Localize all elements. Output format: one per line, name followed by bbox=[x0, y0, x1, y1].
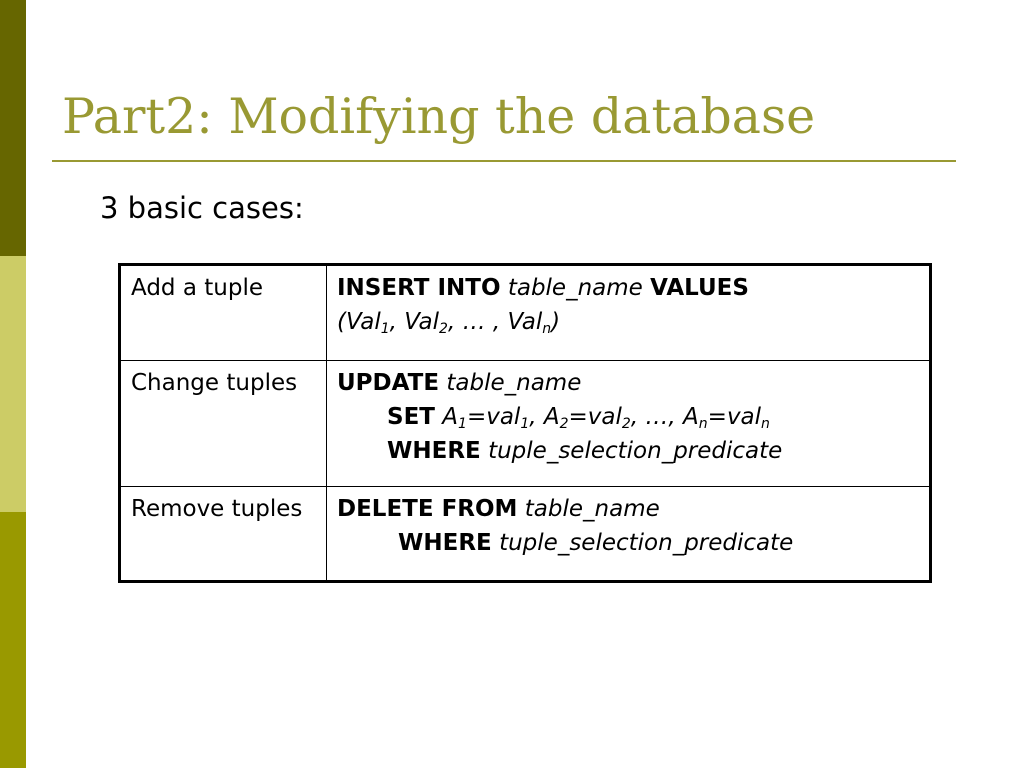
sql-keyword: DELETE FROM bbox=[337, 496, 518, 522]
sql-assignments: A1=val1, A2=val2, …, An=valn bbox=[442, 404, 770, 432]
sql-statement: INSERT INTO table_name VALUES (Val1, Val… bbox=[326, 264, 931, 361]
sql-text: , … , Val bbox=[447, 309, 543, 335]
sql-text: (Val bbox=[337, 309, 381, 335]
side-bar-middle bbox=[0, 256, 26, 512]
code-line: UPDATE table_name bbox=[337, 366, 919, 400]
sql-text: , …, A bbox=[630, 404, 699, 430]
sql-predicate: tuple_selection_predicate bbox=[488, 438, 783, 464]
sql-text: =val bbox=[466, 404, 521, 430]
subscript: 2 bbox=[559, 416, 569, 432]
case-label: Add a tuple bbox=[119, 264, 327, 361]
sql-keyword: SET bbox=[387, 404, 435, 430]
code-line: (Val1, Val2, … , Valn) bbox=[337, 305, 919, 339]
slide-subtitle: 3 basic cases: bbox=[100, 191, 304, 225]
sql-text: A bbox=[442, 404, 459, 430]
sql-table-name: table_name bbox=[446, 370, 582, 396]
subscript: n bbox=[761, 416, 770, 432]
side-bar-bottom bbox=[0, 512, 26, 768]
code-line: INSERT INTO table_name VALUES bbox=[337, 271, 919, 305]
sql-table-name: table_name bbox=[524, 496, 660, 522]
sql-keyword: UPDATE bbox=[337, 370, 440, 396]
sql-text: ) bbox=[551, 309, 561, 335]
sql-text: , Val bbox=[389, 309, 440, 335]
subscript: 2 bbox=[439, 321, 448, 337]
sql-keyword: WHERE bbox=[387, 438, 481, 464]
case-label: Remove tuples bbox=[119, 486, 327, 582]
sql-cases-table: Add a tuple INSERT INTO table_name VALUE… bbox=[118, 263, 932, 583]
code-line: WHERE tuple_selection_predicate bbox=[337, 526, 919, 560]
subscript: 1 bbox=[458, 416, 467, 432]
subscript: 1 bbox=[520, 416, 530, 432]
code-line: WHERE tuple_selection_predicate bbox=[337, 434, 919, 468]
title-underline bbox=[52, 160, 956, 162]
side-bar-top bbox=[0, 0, 26, 256]
sql-text: =val bbox=[707, 404, 762, 430]
sql-keyword: WHERE bbox=[398, 530, 492, 556]
case-label: Change tuples bbox=[119, 360, 327, 487]
sql-statement: DELETE FROM table_name WHERE tuple_selec… bbox=[326, 486, 931, 582]
table-row: Change tuples UPDATE table_name SET A1=v… bbox=[119, 360, 931, 487]
subscript: n bbox=[698, 416, 708, 432]
code-line: DELETE FROM table_name bbox=[337, 492, 919, 526]
sql-statement: UPDATE table_name SET A1=val1, A2=val2, … bbox=[326, 360, 931, 487]
slide-title: Part2: Modifying the database bbox=[62, 88, 816, 145]
code-line: SET A1=val1, A2=val2, …, An=valn bbox=[337, 400, 919, 434]
sql-table-name: table_name bbox=[507, 275, 643, 301]
subscript: 1 bbox=[380, 321, 390, 337]
sql-text: , A bbox=[529, 404, 560, 430]
table-row: Remove tuples DELETE FROM table_name WHE… bbox=[119, 486, 931, 582]
sql-keyword: INSERT INTO bbox=[337, 275, 501, 301]
sql-text: =val bbox=[568, 404, 622, 430]
sql-predicate: tuple_selection_predicate bbox=[499, 530, 794, 556]
sql-keyword: VALUES bbox=[650, 275, 749, 301]
table-row: Add a tuple INSERT INTO table_name VALUE… bbox=[119, 264, 931, 361]
subscript: 2 bbox=[621, 416, 631, 432]
subscript: n bbox=[542, 321, 552, 337]
